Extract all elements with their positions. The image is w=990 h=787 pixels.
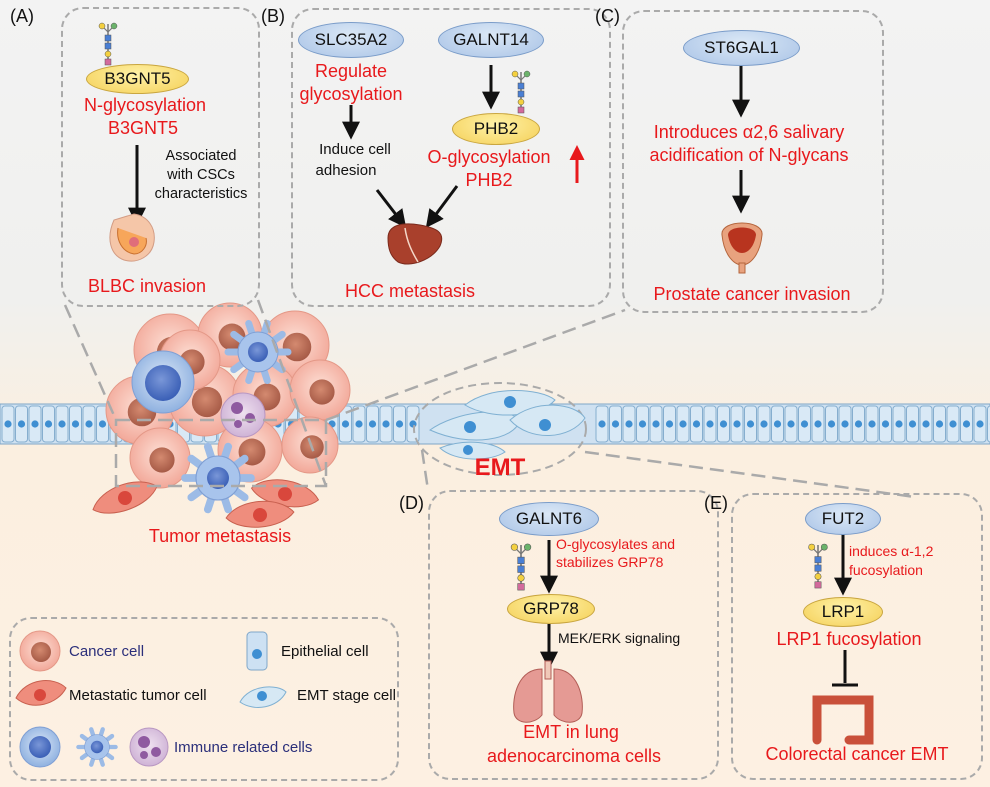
panel-d-outcome-line-1: EMT in lung — [523, 722, 619, 742]
grp78-node: GRP78 — [507, 594, 595, 624]
panel-e-outcome: Colorectal cancer EMT — [765, 744, 949, 764]
panel-b-process2-line-2: PHB2 — [465, 170, 513, 190]
panel-a-note-line-1: Associated — [165, 148, 237, 164]
galnt6-node: GALNT6 — [499, 502, 599, 536]
fut2-node: FUT2 — [805, 503, 881, 535]
panel-a-process-line-1: N-glycosylation — [83, 95, 207, 115]
emt-cells — [413, 382, 587, 476]
panel-d-process-line-2: stabilizes GRP78 — [556, 554, 664, 570]
glycan-chain-icon — [98, 22, 118, 66]
panel-b-outcome: HCC metastasis — [344, 281, 476, 301]
panel-a-note-line-2: with CSCs — [167, 167, 235, 183]
panel-b-graphics — [342, 65, 585, 265]
panel-b-process2-line-1: O-glycosylation — [427, 147, 551, 167]
tumor-cluster — [92, 302, 351, 528]
panel-d-outcome-line-2: adenocarcinoma cells — [486, 746, 662, 766]
panel-b-process1-line-1: Regulate — [314, 61, 388, 81]
galnt14-node: GALNT14 — [438, 22, 544, 58]
glycan-chain-icon — [510, 543, 532, 591]
panel-e-box — [731, 493, 983, 780]
panel-a-letter: (A) — [10, 6, 34, 26]
emt-label: EMT — [474, 454, 526, 481]
panel-a-graphics — [109, 145, 155, 262]
panel-a-process-line-2: B3GNT5 — [107, 118, 179, 138]
legend-epithelial-cell: Epithelial cell — [281, 643, 369, 660]
panel-a-note-line-3: characteristics — [154, 186, 248, 202]
panel-d-letter: (D) — [399, 493, 424, 513]
legend-emt-stage-cell: EMT stage cell — [297, 687, 396, 704]
tumor-metastasis-label: Tumor metastasis — [148, 526, 292, 546]
panel-e-process-line-1: induces α-1,2 — [849, 543, 934, 559]
panel-d-process-line-1: O-glycosylates and — [556, 536, 676, 552]
panel-e-process-line-2: fucosylation — [849, 562, 923, 578]
panel-d-graphics — [513, 540, 583, 723]
legend-icons — [15, 630, 287, 768]
b3gnt5-node: B3GNT5 — [86, 64, 189, 94]
panel-c-process-line-2: acidification of N-glycans — [649, 145, 849, 165]
legend-immune-cells: Immune related cells — [174, 739, 313, 756]
lrp1-node: LRP1 — [803, 597, 883, 627]
panel-b-note-line-1: Induce cell — [319, 141, 391, 158]
panel-c-process-line-1: Introduces α2,6 salivary — [653, 122, 845, 142]
panel-c-letter: (C) — [595, 6, 620, 26]
panel-a-box — [61, 7, 260, 307]
panel-b-note-line-2: adhesion — [315, 162, 377, 179]
panel-b-box — [291, 8, 611, 307]
panel-c-box — [622, 10, 884, 313]
st6gal1-node: ST6GAL1 — [683, 30, 800, 66]
legend-metastatic-cell: Metastatic tumor cell — [69, 687, 207, 704]
panel-d-box — [428, 490, 719, 780]
glycan-chain-icon — [808, 543, 828, 589]
slc35a2-node: SLC35A2 — [298, 22, 404, 58]
legend-cancer-cell: Cancer cell — [69, 643, 145, 660]
legend-box — [9, 617, 399, 781]
panel-c-graphics — [721, 66, 763, 274]
panel-d-note: MEK/ERK signaling — [558, 630, 681, 646]
glycan-chain-icon — [511, 70, 531, 114]
zoom-connectors — [63, 299, 916, 499]
panel-b-letter: (B) — [261, 6, 285, 26]
panel-e-graphics — [812, 532, 874, 745]
panel-a-outcome: BLBC invasion — [87, 276, 207, 296]
phb2-node: PHB2 — [452, 113, 540, 145]
panel-e-process2: LRP1 fucosylation — [776, 629, 922, 649]
panel-c-outcome: Prostate cancer invasion — [653, 284, 851, 304]
panel-e-letter: (E) — [704, 493, 728, 513]
panel-b-process1-line-2: glycosylation — [299, 84, 403, 104]
